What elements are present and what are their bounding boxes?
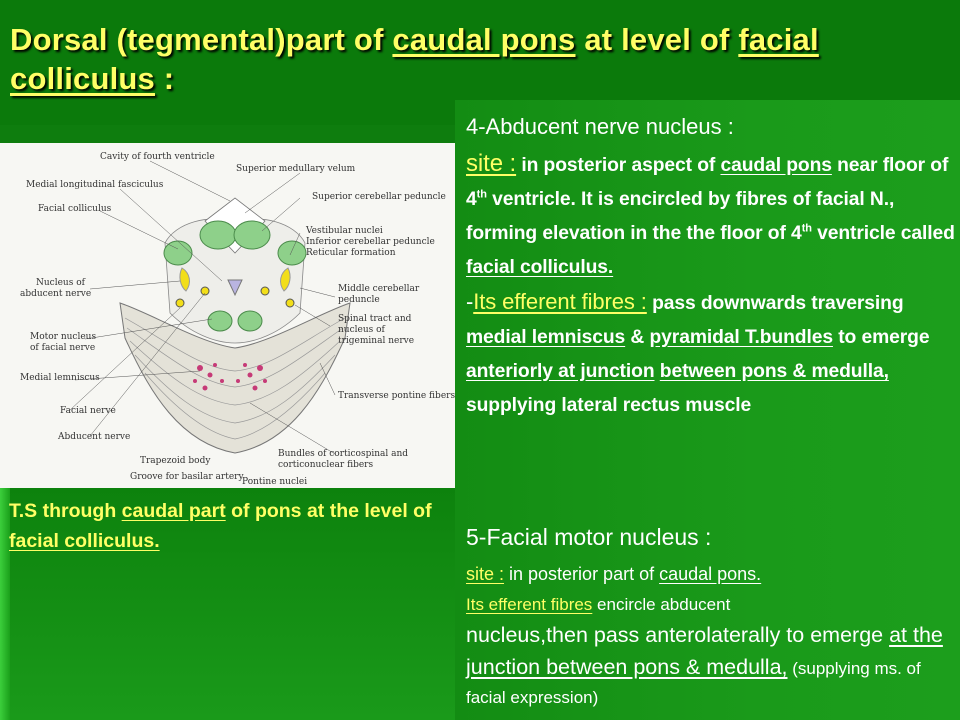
pons-outline	[119, 302, 351, 454]
slide-title: Dorsal (tegmental)part of caudal pons at…	[10, 20, 910, 98]
label-facial-colliculus: Facial colliculus	[38, 204, 112, 214]
label-medial-lemniscus: Medial lemniscus	[20, 373, 100, 383]
label-middle-cerebellar-1: Middle cerebellar	[338, 284, 420, 294]
label-motor-nucleus-1: Motor nucleus	[30, 332, 96, 342]
label-groove: Groove for basilar artery	[130, 472, 244, 482]
label-bundles-1: Bundles of corticospinal and	[278, 449, 408, 459]
facial-colliculus-left	[163, 240, 193, 266]
label-nucleus-abducent-1: Nucleus of	[36, 278, 86, 288]
title-text: Dorsal (tegmental)part of	[10, 22, 393, 57]
transverse-fibers	[124, 317, 346, 440]
dot-left	[200, 286, 210, 296]
dot-right	[260, 286, 270, 296]
abducent-anteriorly: anteriorly at junction	[466, 361, 655, 382]
leader-lines	[69, 160, 336, 455]
title-caudal-pons: caudal pons	[392, 22, 576, 57]
abducent-text-9: supplying lateral rectus muscle	[466, 395, 752, 416]
abducent-eff-dash: -	[466, 289, 474, 314]
title-text-mid: at level of	[575, 22, 739, 57]
abducent-text-2: near floor of 4	[466, 155, 949, 210]
abducent-text-6: &	[625, 327, 650, 348]
label-vestibular: Vestibular nuclei	[305, 226, 383, 236]
abducent-efferent-label: Its efferent fibres :	[473, 289, 647, 314]
facial-text-2: encircle abducent	[592, 595, 731, 614]
caption-facial-colliculus: facial colliculus.	[9, 530, 160, 552]
abducent-text-1: in posterior aspect of	[516, 155, 721, 176]
facial-heading: 5-Facial motor nucleus :	[466, 524, 712, 550]
facial-text-3: nucleus,then pass anterolaterally to eme…	[466, 623, 890, 647]
title-facial-colliculus: facial colliculus	[10, 22, 819, 96]
abducent-sup-1: th	[476, 188, 487, 201]
label-spinal-tract-3: trigeminal nerve	[338, 336, 414, 346]
dot-left-2	[175, 298, 185, 308]
facial-junction: at the junction between pons & medulla,	[466, 623, 943, 679]
caption-panel-bg	[0, 488, 455, 720]
label-sup-medullary: Superior medullary velum	[236, 164, 356, 174]
label-cavity: Cavity of fourth ventricle	[100, 152, 215, 162]
facial-motor-nucleus-left	[207, 310, 233, 332]
abducent-facial-colliculus: facial colliculus.	[466, 257, 614, 278]
facial-efferent-label: Its efferent fibres	[466, 595, 593, 614]
label-trapezoid: Trapezoid body	[140, 456, 211, 466]
label-pontine-nuclei: Pontine nuclei	[242, 477, 307, 487]
label-reticular: Reticular formation	[306, 248, 396, 258]
label-mlf: Medial longitudinal fasciculus	[26, 180, 164, 190]
right-panel-bg	[455, 100, 960, 720]
abducent-text-3: ventricle. It is encircled by fibres of …	[466, 189, 895, 244]
title-colon: :	[154, 61, 175, 96]
pons-diagram: Cavity of fourth ventricle Superior medu…	[20, 152, 455, 487]
sup-cerebellar-peduncle-right	[233, 220, 271, 250]
facial-caudal-pons: caudal pons.	[659, 564, 762, 584]
pons-cross-section-figure: Cavity of fourth ventricle Superior medu…	[0, 143, 455, 488]
abducent-between: between pons & medulla,	[659, 361, 889, 382]
label-inf-cerebellar: Inferior cerebellar peduncle	[306, 237, 435, 247]
label-spinal-tract-1: Spinal tract and	[338, 314, 412, 324]
facial-colliculus-right	[277, 240, 307, 266]
abducent-nucleus-left	[179, 267, 190, 292]
facial-site-label: site :	[466, 564, 505, 584]
facial-text-4: (supplying ms. of facial expression)	[466, 659, 921, 707]
abducent-medial-lemniscus: medial lemniscus	[466, 327, 626, 348]
abducent-body: site : in posterior aspect of caudal pon…	[466, 147, 956, 423]
abducent-text-7: to emerge	[832, 327, 930, 348]
caption-text-mid: of pons at the level of	[225, 500, 432, 522]
abducent-text-4: ventricle called	[811, 223, 955, 244]
label-bundles-2: corticonuclear fibers	[278, 460, 373, 470]
accent-stripe	[0, 488, 10, 720]
caption-text: T.S through	[9, 500, 122, 522]
label-spinal-tract-2: nucleus of	[338, 325, 386, 335]
label-motor-nucleus-2: of facial nerve	[30, 343, 95, 353]
caption-caudal-part: caudal part	[121, 500, 226, 522]
abducent-heading: 4-Abducent nerve nucleus :	[466, 114, 734, 139]
label-transverse-pontine: Transverse pontine fibers	[338, 391, 455, 401]
facial-text-1: in posterior part of	[504, 564, 660, 584]
label-nucleus-abducent-2: abducent nerve	[20, 289, 91, 299]
abducent-nucleus-right	[280, 267, 291, 292]
abducent-pyramidal: pyramidal T.bundles	[649, 327, 834, 348]
label-sup-cerebellar: Superior cerebellar peduncle	[312, 192, 446, 202]
abducent-caudal-pons: caudal pons	[720, 155, 832, 176]
abducent-sup-2: th	[801, 222, 812, 235]
mlf	[227, 279, 243, 297]
abducent-site-label: site :	[466, 150, 517, 177]
label-facial-nerve: Facial nerve	[60, 406, 116, 416]
sup-cerebellar-peduncle-left	[199, 220, 237, 250]
abducent-text-5: pass downwards traversing	[646, 293, 904, 314]
label-abducent-nerve: Abducent nerve	[57, 432, 130, 442]
facial-body: site : in posterior part of caudal pons.…	[466, 558, 956, 712]
medial-lemniscus-speckles	[193, 363, 267, 391]
facial-motor-nucleus-right	[237, 310, 263, 332]
figure-caption: T.S through caudal part of pons at the l…	[9, 496, 449, 556]
label-middle-cerebellar-2: peduncle	[338, 295, 380, 305]
dot-right-2	[285, 298, 295, 308]
